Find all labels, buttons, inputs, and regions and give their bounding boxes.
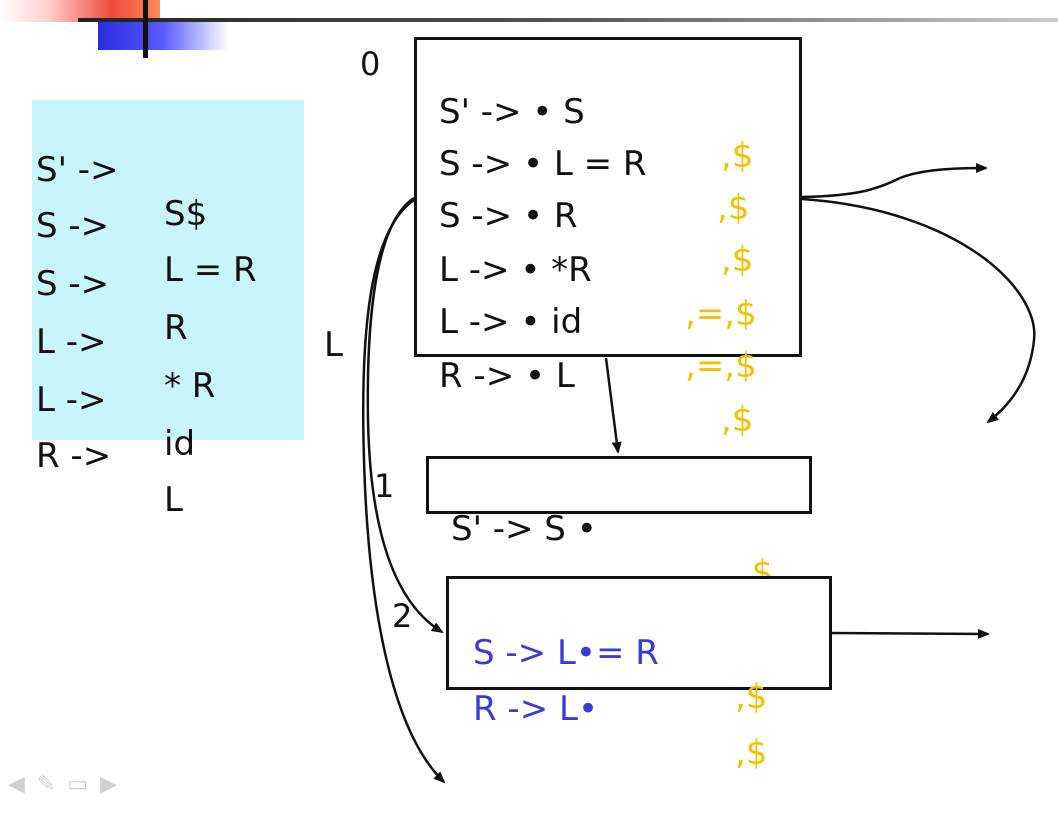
slide-nav: ◀ ✎ ▭ ▶ (0, 772, 118, 797)
state-0-item: L -> • *R ,=,$ (439, 250, 757, 334)
arrow-state0-right-up (801, 163, 988, 199)
state-0-item: R -> • L ,$ (439, 356, 754, 440)
grammar-rule: S -> L = R (36, 206, 257, 290)
grammar-rule: S -> R (36, 264, 188, 348)
arrow-state0-right-down (801, 197, 1036, 424)
arrow-state2-right (831, 628, 990, 639)
state-0-box: S' -> • S ,$ S -> • L = R ,$ S -> • R ,$… (414, 37, 802, 440)
arrow-state0-to-bottom (361, 198, 446, 784)
arrow-state0-to-state2 (366, 196, 444, 634)
grammar-rule: S' -> S$ (36, 150, 208, 234)
nav-back-icon[interactable]: ◀ (8, 772, 25, 797)
arrow-state0-to-state1 (604, 357, 622, 454)
state-0-item: S' -> • S ,$ (439, 92, 754, 176)
state-0-item: S -> • R ,$ (439, 196, 754, 280)
state-0-label: 0 (360, 45, 381, 83)
state-1-label: 1 (374, 467, 395, 505)
state-0-item: S -> • L = R ,$ (439, 144, 750, 228)
nav-forward-icon[interactable]: ▶ (100, 772, 118, 797)
state-2-box: S -> L•= R ,$ R -> L• ,$ (446, 576, 832, 773)
grammar-rule: R -> L (36, 436, 183, 520)
state-1-box: S' -> S • ,$ (426, 456, 812, 593)
slide-decoration-blue (98, 22, 228, 50)
slide-decoration-vline (143, 0, 148, 58)
grammar-panel: S' -> S$ S -> L = R S -> R L -> * R L ->… (32, 100, 304, 520)
state-2-item: S -> L•= R ,$ (473, 633, 768, 717)
transition-arrows (361, 163, 1036, 784)
grammar-rule: L -> id (36, 380, 196, 464)
nav-pen-icon[interactable]: ✎ (36, 772, 56, 797)
state-2-item: R -> L• ,$ (473, 689, 768, 773)
edge-label-L: L (324, 325, 343, 365)
nav-menu-icon[interactable]: ▭ (67, 772, 89, 797)
state-0-item: L -> • id ,=,$ (439, 302, 757, 386)
grammar-rule: L -> * R (36, 322, 216, 406)
slide-decoration-line (78, 18, 1058, 22)
slide-decoration-red (0, 0, 160, 22)
state-2-label: 2 (392, 597, 413, 635)
